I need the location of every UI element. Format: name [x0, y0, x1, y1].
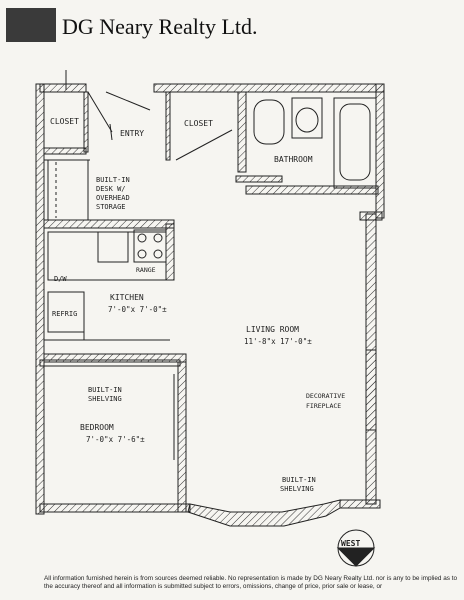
range-label: RANGE	[136, 266, 156, 274]
shelving-label-1: BUILT-IN	[88, 386, 122, 394]
shelving-label-2: SHELVING	[88, 395, 122, 403]
fireplace-label-2: FIREPLACE	[306, 402, 341, 410]
entry-label: ENTRY	[120, 129, 144, 138]
dw-label: D/W	[54, 275, 67, 283]
living-dim: 11'-8"x 17'-0"±	[244, 337, 312, 346]
bedroom-label: BEDROOM	[80, 423, 114, 432]
closet-left-label: CLOSET	[50, 117, 79, 126]
desk-label-4: STORAGE	[96, 203, 126, 211]
compass	[336, 529, 376, 567]
kitchen-label: KITCHEN	[110, 293, 144, 302]
kitchen-dim: 7'-0"x 7'-0"±	[108, 305, 167, 314]
bedroom-dim: 7'-0"x 7'-6"±	[86, 435, 145, 444]
fireplace-label-1: DECORATIVE	[306, 392, 345, 400]
walls	[35, 83, 385, 527]
company-logo	[6, 8, 56, 42]
company-name: DG Neary Realty Ltd.	[62, 14, 258, 39]
bathroom-label: BATHROOM	[274, 155, 313, 164]
living-label: LIVING ROOM	[246, 325, 299, 334]
disclaimer-text: All information furnished herein is from…	[44, 575, 458, 590]
shelving2-label-2: SHELVING	[280, 485, 314, 493]
desk-label-2: DESK W/	[96, 185, 126, 193]
closet-right-label: CLOSET	[184, 119, 213, 128]
compass-label: WEST	[341, 539, 360, 548]
shelving2-label-1: BUILT-IN	[282, 476, 316, 484]
desk-label-1: BUILT-IN	[96, 176, 130, 184]
refrig-label: REFRIG	[52, 310, 77, 318]
desk-label-3: OVERHEAD	[96, 194, 130, 202]
